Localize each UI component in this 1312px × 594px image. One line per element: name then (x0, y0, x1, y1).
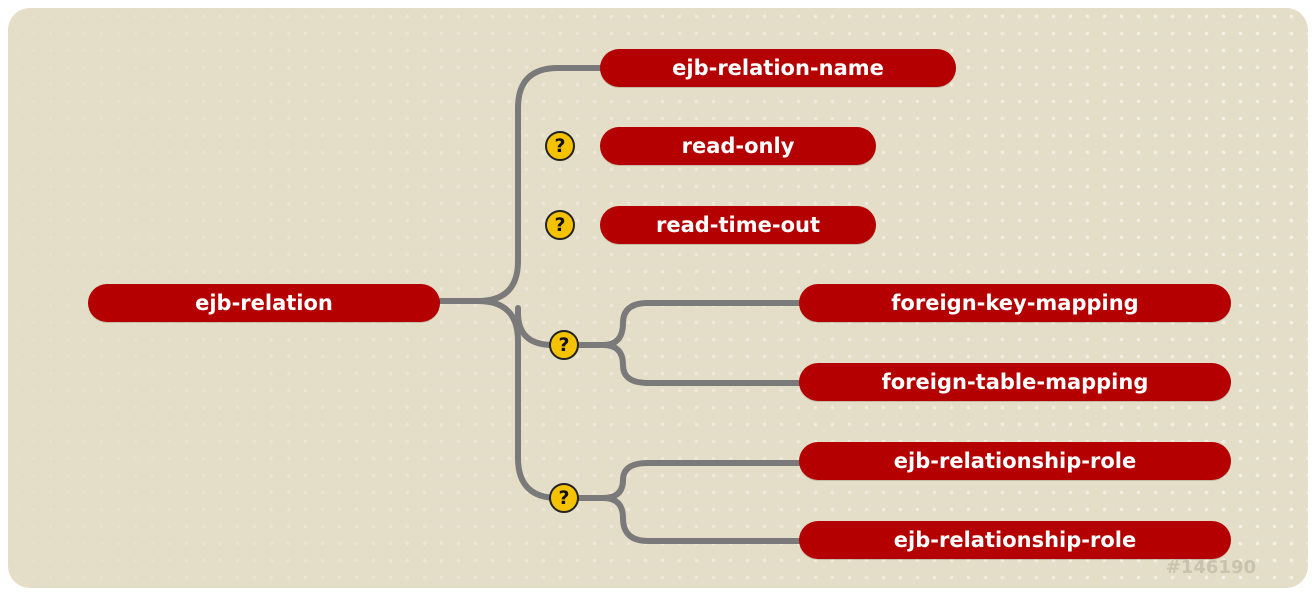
node-foreign-key-mapping: foreign-key-mapping (799, 284, 1231, 322)
connector-to-choice-1 (515, 305, 556, 348)
question-mark-icon: ? (545, 210, 575, 240)
node-foreign-table-mapping: foreign-table-mapping (799, 363, 1231, 401)
connector-sequence-2-b (600, 495, 806, 544)
node-ejb-relation: ejb-relation (88, 284, 440, 322)
connector-trunk-lower (515, 338, 561, 501)
question-mark-icon: ? (549, 330, 579, 360)
connector-trunk-upper (515, 65, 606, 264)
connector-root-lower (475, 298, 521, 344)
connector-root (437, 258, 521, 304)
node-read-time-out: read-time-out (600, 206, 876, 244)
node-ejb-relationship-role-1: ejb-relationship-role (799, 442, 1231, 480)
connector-choice-1 (577, 300, 806, 348)
question-mark-icon: ? (549, 483, 579, 513)
node-ejb-relation-name: ejb-relation-name (600, 49, 956, 87)
connector-lines (437, 65, 806, 544)
question-mark-icon: ? (545, 131, 575, 161)
diagram-canvas: ejb-relation ejb-relation-name ? read-on… (8, 8, 1308, 588)
connector-choice-1-b (600, 342, 806, 386)
node-read-only: read-only (600, 127, 876, 165)
connector-sequence-2 (577, 460, 806, 501)
diagram-identifier: #146190 (1165, 557, 1256, 578)
node-ejb-relationship-role-2: ejb-relationship-role (799, 521, 1231, 559)
